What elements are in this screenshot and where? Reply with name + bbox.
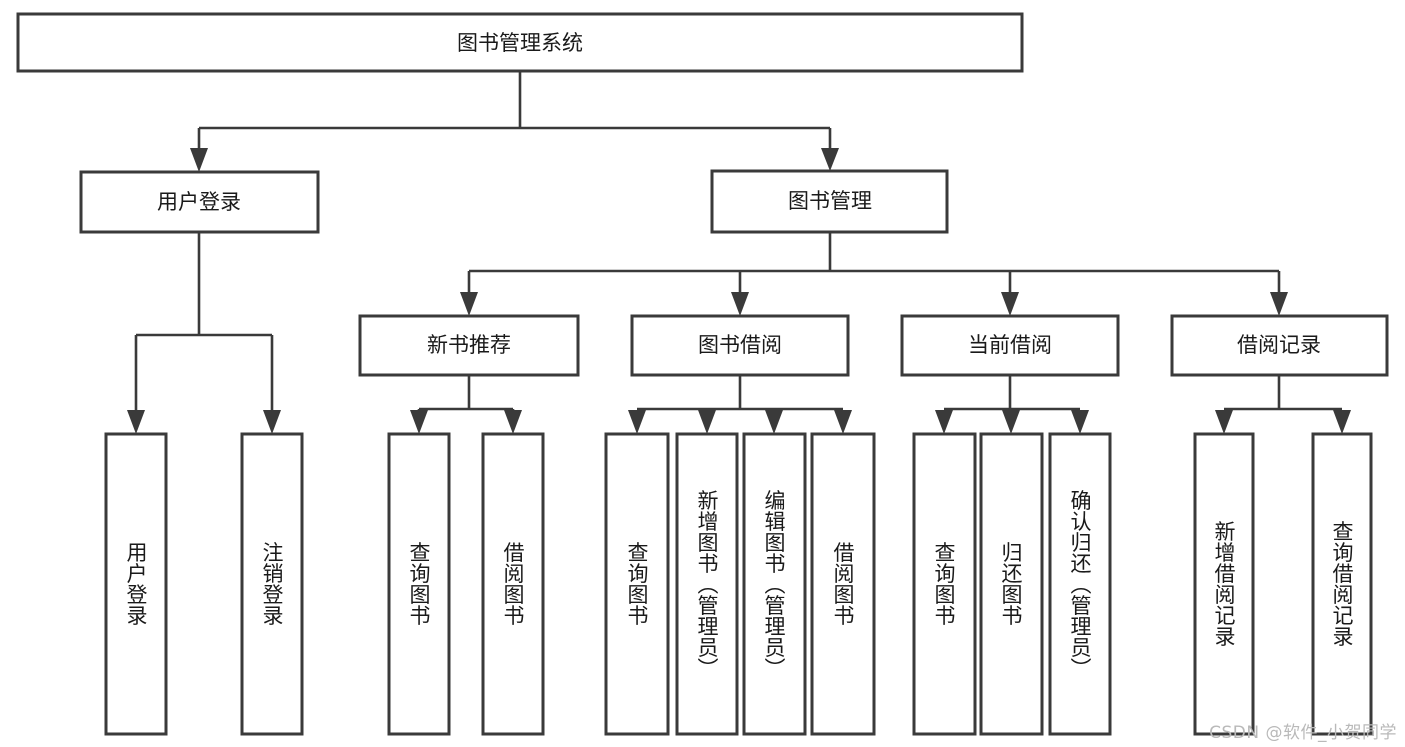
arrowhead-book-borrow bbox=[731, 292, 749, 316]
leaf-query-borrow-record-label: 查询借阅记录 bbox=[1330, 521, 1354, 647]
arrowhead-leaf-borrow-book-rec bbox=[504, 410, 522, 434]
connector-group-new-book-recommend bbox=[410, 375, 522, 434]
connector-group-borrow-record bbox=[1215, 375, 1351, 434]
leaf-node-borrow-book-rec[interactable]: 借阅图书 bbox=[481, 432, 545, 736]
node-borrow-record-box[interactable] bbox=[1170, 314, 1389, 377]
node-current-borrow[interactable]: 当前借阅 bbox=[900, 314, 1120, 377]
node-user-login[interactable]: 用户登录 bbox=[79, 170, 320, 234]
csdn-watermark: CSDN @软件_小贺同学 bbox=[1209, 723, 1397, 743]
arrowhead-leaf-query-book-current bbox=[935, 410, 953, 434]
leaf-query-book-current-label: 查询图书 bbox=[932, 542, 956, 626]
leaf-confirm-return-admin-box[interactable] bbox=[1048, 432, 1112, 736]
leaf-node-add-borrow-record[interactable]: 新增借阅记录 bbox=[1193, 432, 1255, 736]
leaf-logout-box[interactable] bbox=[240, 432, 304, 736]
leaf-add-borrow-record-label: 新增借阅记录 bbox=[1212, 521, 1236, 647]
node-borrow-record-label: 借阅记录 bbox=[1237, 333, 1321, 357]
node-root[interactable]: 图书管理系统 bbox=[16, 12, 1024, 73]
leaf-user-login-label: 用户登录 bbox=[124, 542, 148, 626]
node-book-borrow-box[interactable] bbox=[630, 314, 850, 377]
leaf-add-book-admin-label: 新增图书（管理员） bbox=[695, 490, 719, 679]
node-book-management-box[interactable] bbox=[710, 169, 949, 234]
leaf-add-book-admin-box[interactable] bbox=[675, 432, 739, 736]
leaf-edit-book-admin-box[interactable] bbox=[742, 432, 807, 736]
arrowhead-leaf-query-book-borrow bbox=[628, 410, 646, 434]
arrowhead-leaf-add-borrow-record bbox=[1215, 410, 1233, 434]
leaf-query-book-rec-box[interactable] bbox=[387, 432, 451, 736]
arrowhead-leaf-borrow-book bbox=[834, 410, 852, 434]
node-book-borrow-label: 图书借阅 bbox=[698, 333, 782, 357]
node-new-book-recommend-box[interactable] bbox=[358, 314, 580, 377]
leaf-user-login-box[interactable] bbox=[104, 432, 168, 736]
node-root-label: 图书管理系统 bbox=[457, 31, 583, 55]
leaf-logout-label: 注销登录 bbox=[260, 542, 284, 626]
node-user-login-box[interactable] bbox=[79, 170, 320, 234]
node-current-borrow-box[interactable] bbox=[900, 314, 1120, 377]
connector-group-book-borrow bbox=[628, 375, 852, 434]
leaf-return-book-box[interactable] bbox=[979, 432, 1044, 736]
connector-group-book-management bbox=[460, 232, 1288, 316]
leaf-borrow-book-label: 借阅图书 bbox=[831, 542, 855, 626]
node-book-borrow[interactable]: 图书借阅 bbox=[630, 314, 850, 377]
leaf-node-query-book-current[interactable]: 查询图书 bbox=[912, 432, 977, 736]
node-borrow-record[interactable]: 借阅记录 bbox=[1170, 314, 1389, 377]
connector-group-root bbox=[190, 71, 839, 172]
leaf-query-book-current-box[interactable] bbox=[912, 432, 977, 736]
arrowhead-new-book-recommend bbox=[460, 292, 478, 316]
arrowhead-leaf-confirm-return-admin bbox=[1071, 410, 1089, 434]
leaf-query-book-borrow-label: 查询图书 bbox=[625, 542, 649, 626]
leaf-query-borrow-record-box[interactable] bbox=[1311, 432, 1373, 736]
connector-group-user-login bbox=[127, 232, 281, 434]
leaf-node-query-book-rec[interactable]: 查询图书 bbox=[387, 432, 451, 736]
arrowhead-book-management bbox=[821, 148, 839, 171]
leaf-query-book-borrow-box[interactable] bbox=[604, 432, 670, 736]
node-user-login-label: 用户登录 bbox=[157, 190, 241, 214]
leaf-confirm-return-admin-label: 确认归还（管理员） bbox=[1068, 490, 1092, 679]
node-new-book-recommend-label: 新书推荐 bbox=[427, 333, 511, 357]
leaf-return-book-label: 归还图书 bbox=[999, 542, 1023, 626]
leaf-node-return-book[interactable]: 归还图书 bbox=[979, 432, 1044, 736]
leaf-add-borrow-record-box[interactable] bbox=[1193, 432, 1255, 736]
arrowhead-user-login bbox=[190, 148, 208, 172]
node-root-box[interactable] bbox=[16, 12, 1024, 73]
arrowhead-borrow-record bbox=[1270, 292, 1288, 316]
leaf-borrow-book-rec-box[interactable] bbox=[481, 432, 545, 736]
leaf-node-query-borrow-record[interactable]: 查询借阅记录 bbox=[1311, 432, 1373, 736]
arrowhead-leaf-user-login bbox=[127, 410, 145, 434]
connector-group-current-borrow bbox=[935, 375, 1089, 434]
leaf-node-add-book-admin[interactable]: 新增图书（管理员） bbox=[675, 432, 739, 736]
arrowhead-leaf-add-book-admin bbox=[698, 410, 716, 434]
leaf-query-book-rec-label: 查询图书 bbox=[407, 542, 431, 626]
node-new-book-recommend[interactable]: 新书推荐 bbox=[358, 314, 580, 377]
leaf-node-logout[interactable]: 注销登录 bbox=[240, 432, 304, 736]
node-current-borrow-label: 当前借阅 bbox=[968, 333, 1052, 357]
leaf-borrow-book-rec-label: 借阅图书 bbox=[501, 542, 525, 626]
leaf-node-query-book-borrow[interactable]: 查询图书 bbox=[604, 432, 670, 736]
leaf-node-edit-book-admin[interactable]: 编辑图书（管理员） bbox=[742, 432, 807, 736]
arrowhead-leaf-edit-book-admin bbox=[765, 410, 783, 434]
leaf-borrow-book-box[interactable] bbox=[810, 432, 876, 736]
leaf-node-borrow-book[interactable]: 借阅图书 bbox=[810, 432, 876, 736]
node-book-management-label: 图书管理 bbox=[788, 189, 872, 213]
arrowhead-leaf-logout bbox=[263, 410, 281, 434]
arrowhead-leaf-query-book-rec bbox=[410, 410, 428, 434]
node-book-management[interactable]: 图书管理 bbox=[710, 169, 949, 234]
arrowhead-current-borrow bbox=[1001, 292, 1019, 316]
arrowhead-leaf-return-book bbox=[1002, 410, 1020, 434]
arrowhead-leaf-query-borrow-record bbox=[1333, 410, 1351, 434]
leaf-node-confirm-return-admin[interactable]: 确认归还（管理员） bbox=[1048, 432, 1112, 736]
leaf-edit-book-admin-label: 编辑图书（管理员） bbox=[762, 490, 786, 679]
leaf-node-user-login[interactable]: 用户登录 bbox=[104, 432, 168, 736]
